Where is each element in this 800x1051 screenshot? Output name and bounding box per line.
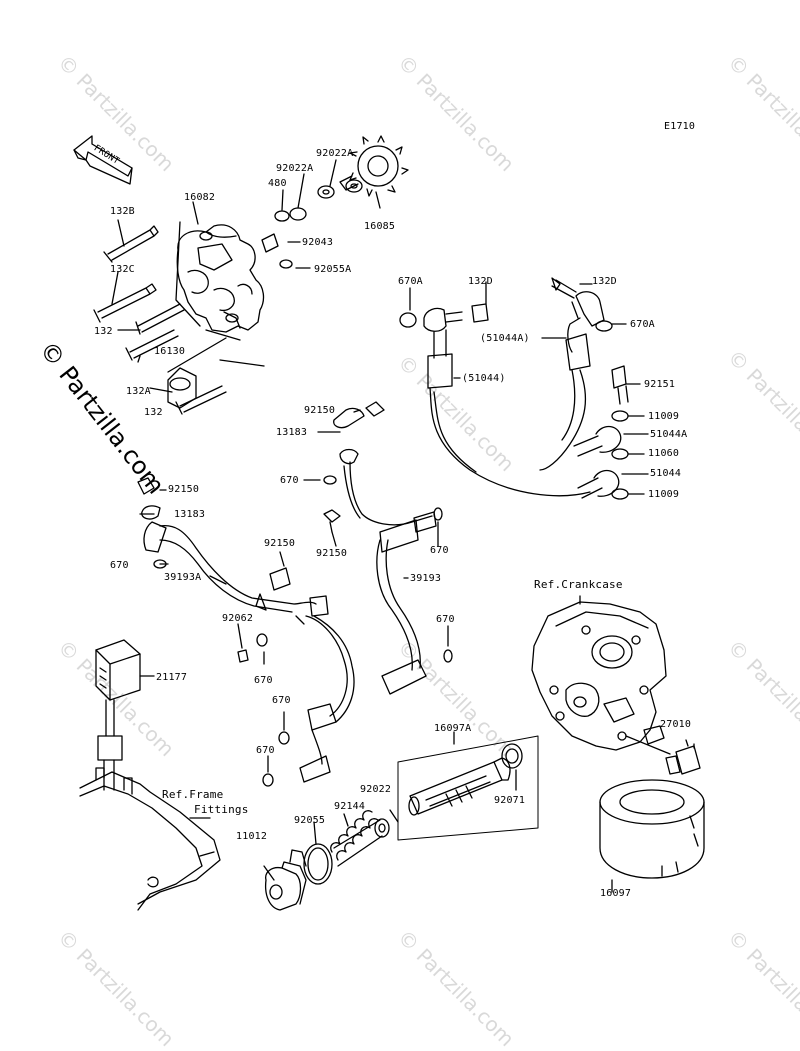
o-ring-icon — [303, 843, 333, 885]
part-label-92144: 92144 — [334, 801, 366, 812]
part-label-670a-2: 670A — [630, 319, 655, 330]
part-label-11009-1: 11009 — [648, 411, 680, 422]
part-label-16085: 16085 — [364, 221, 396, 232]
part-label-132a: 132A — [126, 386, 151, 397]
part-label-92055a: 92055A — [314, 264, 352, 275]
part-label-11060: 11060 — [648, 448, 680, 459]
part-label-92055: 92055 — [294, 815, 326, 826]
part-label-92071: 92071 — [494, 795, 526, 806]
part-label-132: 132 — [94, 326, 113, 337]
washer-icon — [289, 207, 307, 221]
part-label-16097a: 16097A — [434, 723, 472, 734]
oil-pump-icon — [175, 221, 265, 333]
part-label-132c: 132C — [110, 264, 135, 275]
part-label-670-g: 670 — [256, 745, 275, 756]
plug-icon — [263, 849, 307, 911]
part-label-16097: 16097 — [600, 888, 632, 899]
part-label-132d-2: 132D — [592, 276, 617, 287]
pressure-switch-icon — [625, 735, 701, 775]
frame-fitting-icon — [79, 767, 221, 911]
part-label-27010: 27010 — [660, 719, 692, 730]
part-label-480: 480 — [268, 178, 287, 189]
part-label-92022a-2: 92022A — [316, 148, 354, 159]
part-label-21177: 21177 — [156, 672, 188, 683]
part-label-92062: 92062 — [222, 613, 254, 624]
part-label-92150-b: 92150 — [316, 548, 348, 559]
part-label-670-a: 670 — [280, 475, 299, 486]
part-label-92022: 92022 — [360, 784, 392, 795]
ref-frame-label: Ref.Frame — [162, 788, 224, 801]
part-label-51044: 51044 — [650, 468, 682, 479]
part-label-92150-d: 92150 — [264, 538, 296, 549]
part-label-13183-a: 13183 — [276, 427, 308, 438]
front-arrow-icon — [73, 135, 133, 185]
part-label-670-e: 670 — [254, 675, 273, 686]
part-label-132b: 132B — [110, 206, 135, 217]
part-label-51044a-paren: (51044A) — [480, 333, 530, 344]
ref-fittings-label: Fittings — [194, 803, 249, 816]
part-label-11009-2: 11009 — [648, 489, 680, 500]
diagram-code: E1710 — [664, 121, 696, 132]
relay-icon — [95, 639, 155, 791]
part-label-92150-c: 92150 — [168, 484, 200, 495]
part-label-11012: 11012 — [236, 831, 268, 842]
part-label-132-low: 132 — [144, 407, 163, 418]
part-label-92150-a: 92150 — [304, 405, 336, 416]
part-label-92022a-1: 92022A — [276, 163, 314, 174]
part-label-51044-paren: (51044) — [462, 373, 506, 384]
part-label-132d-1: 132D — [468, 276, 493, 287]
part-label-92043: 92043 — [302, 237, 334, 248]
oil-filter-icon — [599, 779, 705, 893]
part-label-670-b: 670 — [430, 545, 449, 556]
part-label-16130: 16130 — [154, 346, 186, 357]
part-label-39193: 39193 — [410, 573, 442, 584]
o-ring-icon — [501, 743, 523, 769]
part-label-670-f: 670 — [272, 695, 291, 706]
crankcase-icon — [531, 595, 667, 751]
part-label-13183-c: 13183 — [174, 509, 206, 520]
part-label-51044a: 51044A — [650, 429, 688, 440]
part-label-92151: 92151 — [644, 379, 676, 390]
o-ring-icon — [399, 312, 417, 328]
part-label-670a-1: 670A — [398, 276, 423, 287]
bolt-icon — [93, 225, 227, 415]
part-label-39193a: 39193A — [164, 572, 202, 583]
part-label-16082: 16082 — [184, 192, 216, 203]
part-label-670-c: 670 — [110, 560, 129, 571]
spring-icon — [330, 810, 383, 867]
ref-crankcase-label: Ref.Crankcase — [534, 578, 623, 591]
part-label-670-d: 670 — [436, 614, 455, 625]
gear-icon — [339, 135, 409, 197]
